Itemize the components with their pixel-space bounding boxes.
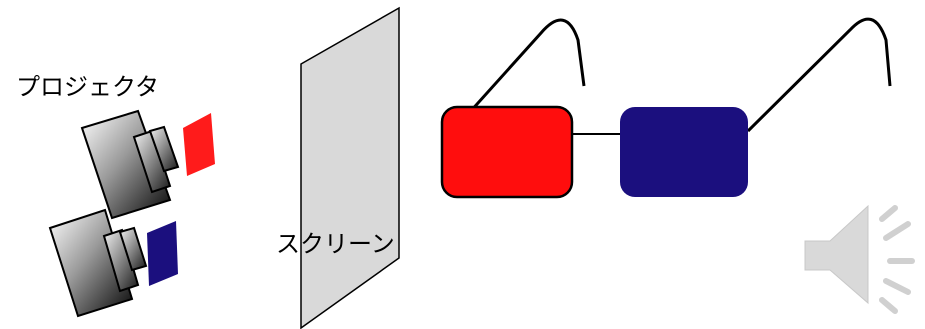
left-lens-red <box>442 107 572 197</box>
projector-red <box>82 111 215 218</box>
blue-filter <box>147 221 178 286</box>
projector-icon <box>50 210 146 316</box>
right-lens-blue <box>620 107 748 197</box>
anaglyph-glasses <box>442 19 890 197</box>
screen-panel <box>301 8 399 328</box>
projector-label: プロジェクタ <box>16 73 159 101</box>
red-filter <box>183 113 215 176</box>
right-temple <box>748 19 890 131</box>
speaker-icon[interactable] <box>805 206 912 311</box>
projector-icon <box>82 111 178 218</box>
projector-blue <box>50 210 178 316</box>
screen-label: スクリーン <box>276 230 395 258</box>
